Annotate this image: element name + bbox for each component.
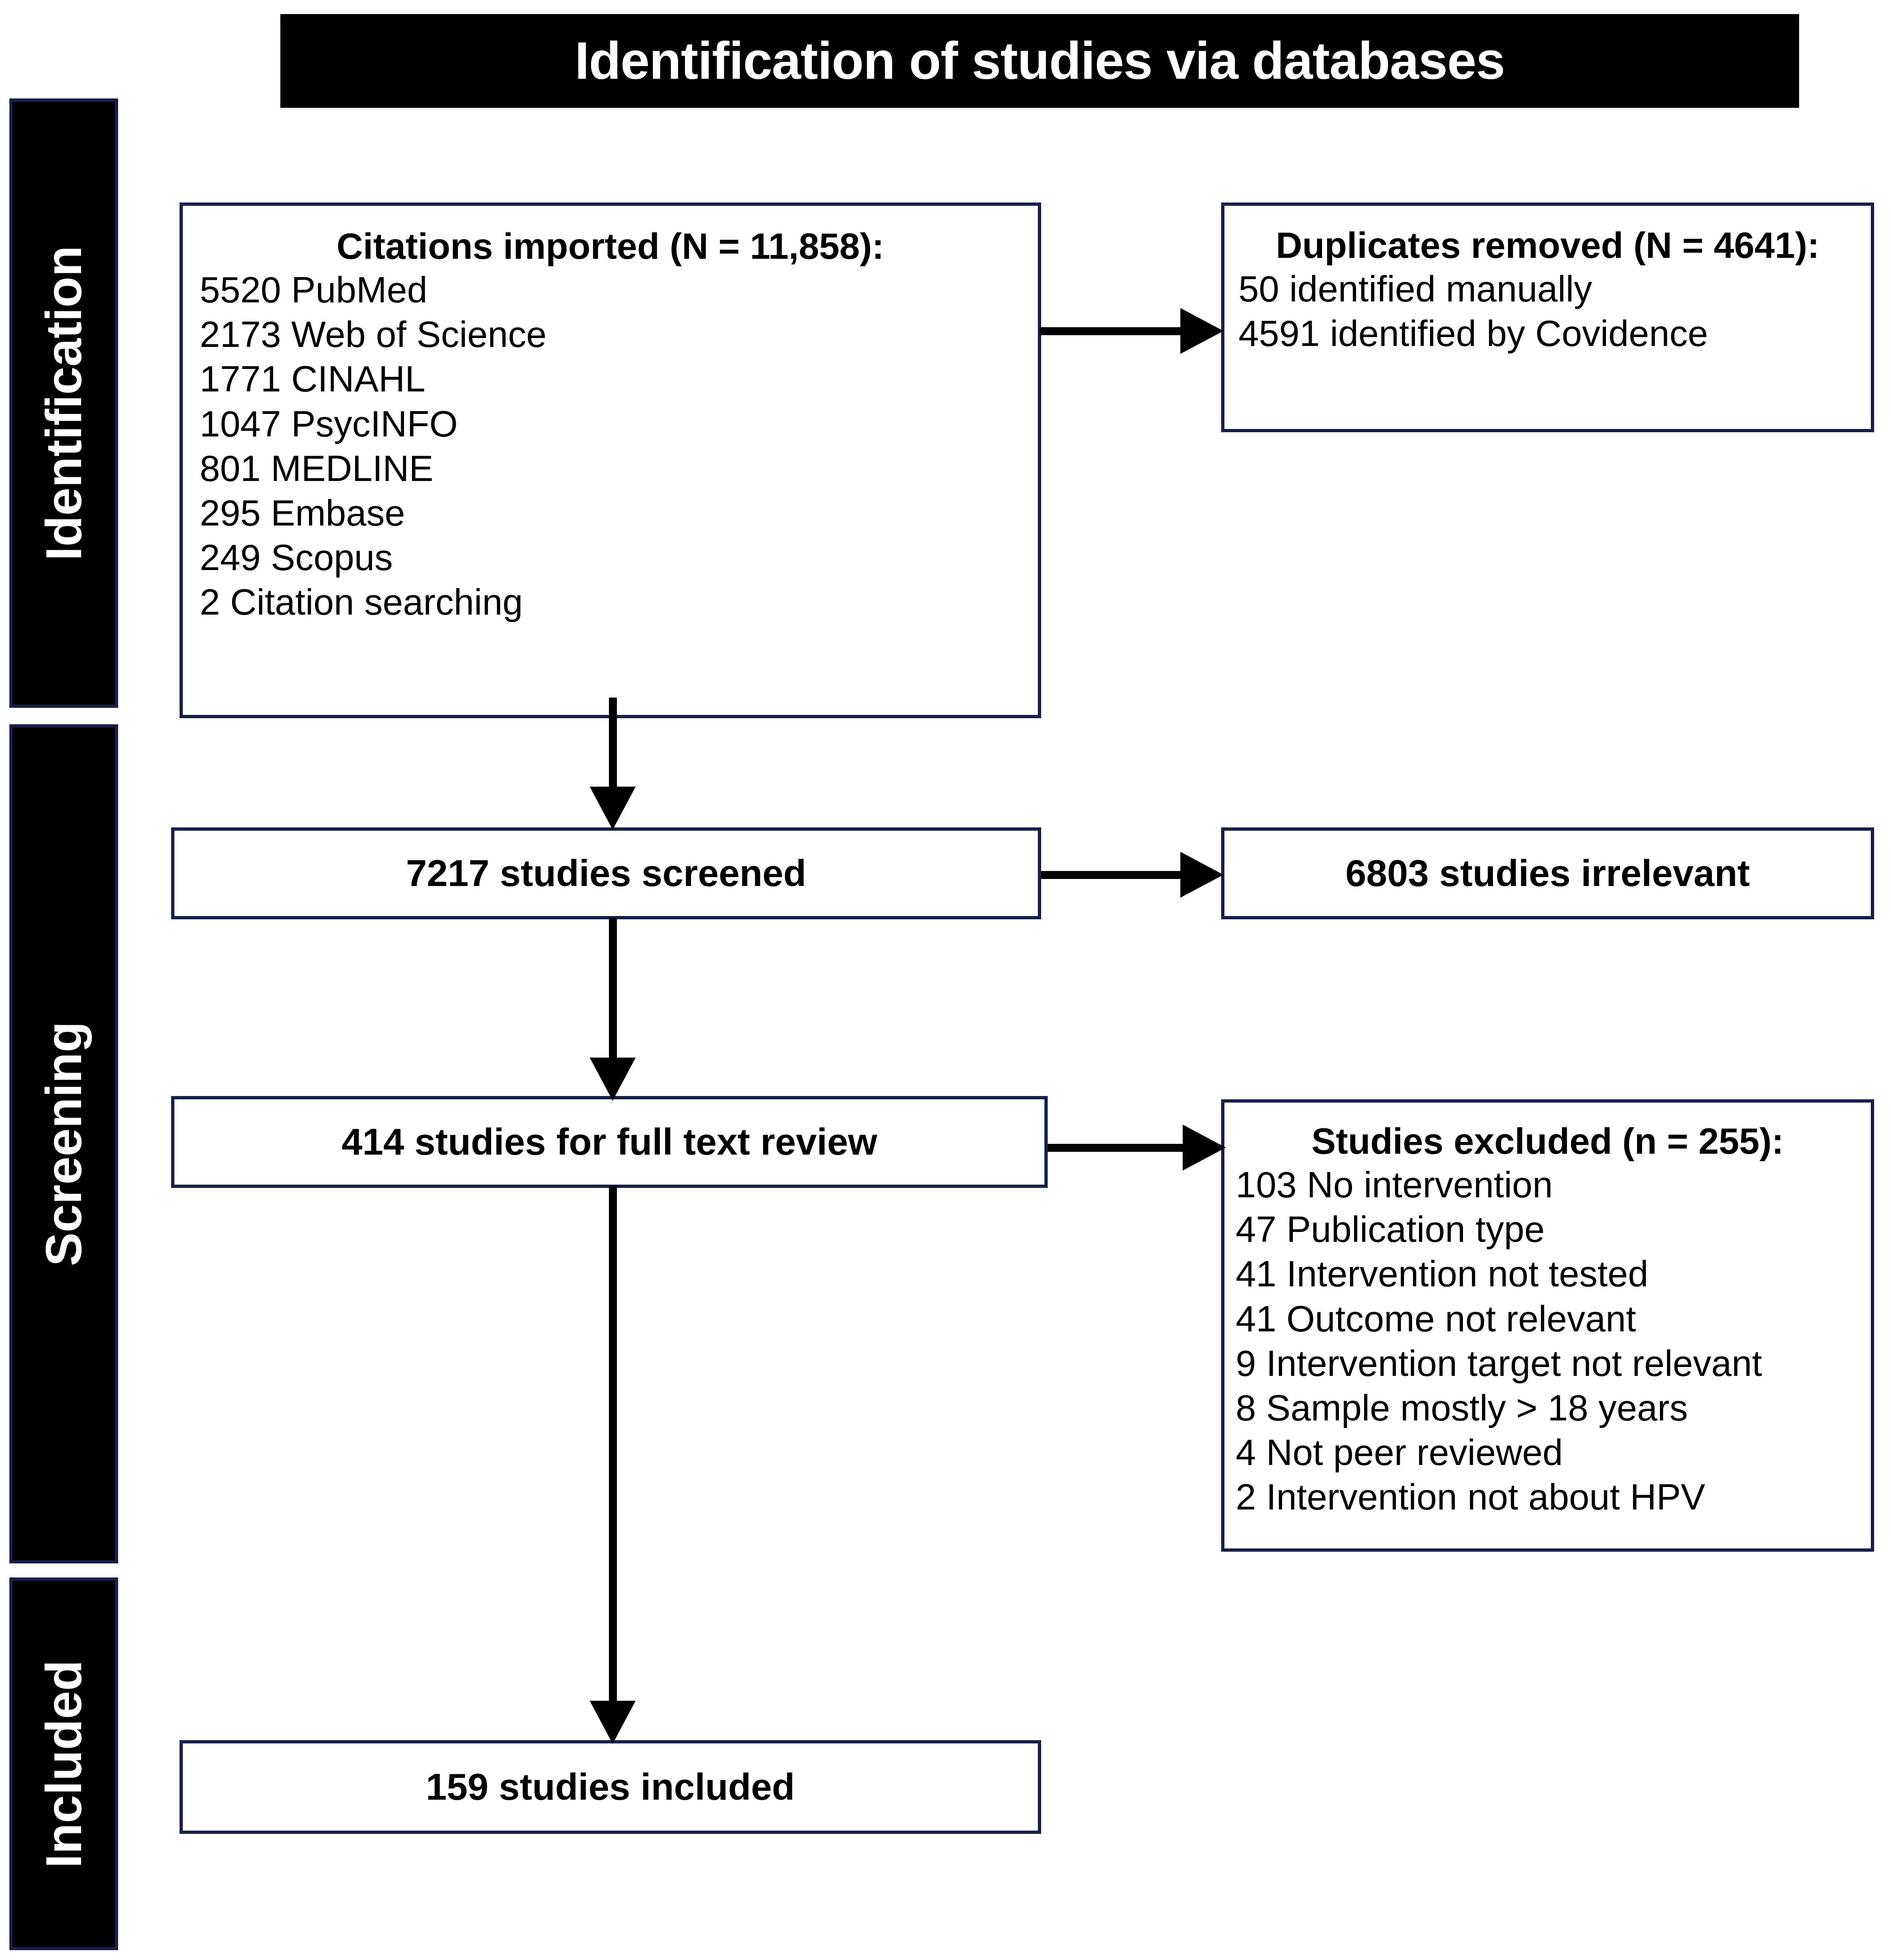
citations-line: 2 Citation searching [200, 581, 523, 623]
stage-label-identification: Identification [35, 246, 92, 561]
citations-heading: Citations imported (N = 11,858): [336, 225, 885, 267]
stage-bar-screening: Screening [9, 724, 118, 1563]
excluded-line: 41 Outcome not relevant [1236, 1298, 1636, 1339]
diagram-title-bar: Identification of studies via databases [280, 14, 1799, 108]
duplicates-line: 4591 identified by Covidence [1238, 313, 1708, 354]
citations-line: 295 Embase [200, 492, 405, 533]
box-full-text-review: 414 studies for full text review [171, 1096, 1048, 1188]
arrow-shaft [1041, 871, 1180, 879]
excluded-line: 41 Intervention not tested [1236, 1253, 1649, 1295]
excluded-heading: Studies excluded (n = 255): [1311, 1120, 1784, 1162]
arrow-head-right-icon [1180, 308, 1223, 354]
excluded-line: 2 Intervention not about HPV [1236, 1476, 1705, 1518]
citations-line: 1047 PsycINFO [200, 403, 458, 444]
excluded-line: 103 No intervention [1236, 1164, 1553, 1206]
arrow-shaft [1048, 1144, 1183, 1152]
arrow-shaft [609, 698, 617, 787]
excluded-line: 4 Not peer reviewed [1236, 1431, 1563, 1473]
arrow-head-right-icon [1183, 1125, 1226, 1171]
citations-line: 801 MEDLINE [200, 447, 434, 489]
citations-line: 249 Scopus [200, 536, 393, 578]
box-citations-imported: Citations imported (N = 11,858): 5520 Pu… [180, 203, 1041, 718]
diagram-title: Identification of studies via databases [575, 31, 1505, 90]
citations-line: 1771 CINAHL [200, 358, 426, 400]
arrow-shaft [609, 918, 617, 1058]
excluded-line: 47 Publication type [1236, 1209, 1545, 1250]
arrow-shaft [1040, 327, 1180, 335]
screened-label: 7217 studies screened [406, 852, 806, 894]
arrow-head-down-icon [590, 1058, 636, 1101]
included-label: 159 studies included [426, 1766, 795, 1808]
arrow-head-down-icon [590, 787, 636, 830]
box-studies-excluded: Studies excluded (n = 255): 103 No inter… [1221, 1099, 1874, 1552]
citations-line: 5520 PubMed [200, 269, 428, 311]
excluded-line: 8 Sample mostly > 18 years [1236, 1387, 1688, 1428]
arrow-head-down-icon [590, 1701, 636, 1744]
box-studies-included: 159 studies included [180, 1740, 1041, 1834]
duplicates-heading: Duplicates removed (N = 4641): [1276, 225, 1820, 266]
duplicates-line: 50 identified manually [1238, 268, 1592, 310]
stage-label-included: Included [35, 1660, 92, 1868]
box-studies-screened: 7217 studies screened [171, 827, 1041, 919]
excluded-line: 9 Intervention target not relevant [1236, 1342, 1763, 1384]
arrow-head-right-icon [1180, 852, 1223, 898]
irrelevant-label: 6803 studies irrelevant [1345, 852, 1750, 894]
citations-line: 2173 Web of Science [200, 314, 547, 355]
arrow-shaft [609, 1186, 617, 1701]
box-studies-irrelevant: 6803 studies irrelevant [1221, 827, 1874, 919]
stage-bar-identification: Identification [9, 98, 118, 708]
stage-bar-included: Included [9, 1577, 118, 1950]
fulltext-label: 414 studies for full text review [341, 1121, 878, 1163]
box-duplicates-removed: Duplicates removed (N = 4641): 50 identi… [1221, 203, 1874, 432]
stage-label-screening: Screening [35, 1021, 92, 1267]
